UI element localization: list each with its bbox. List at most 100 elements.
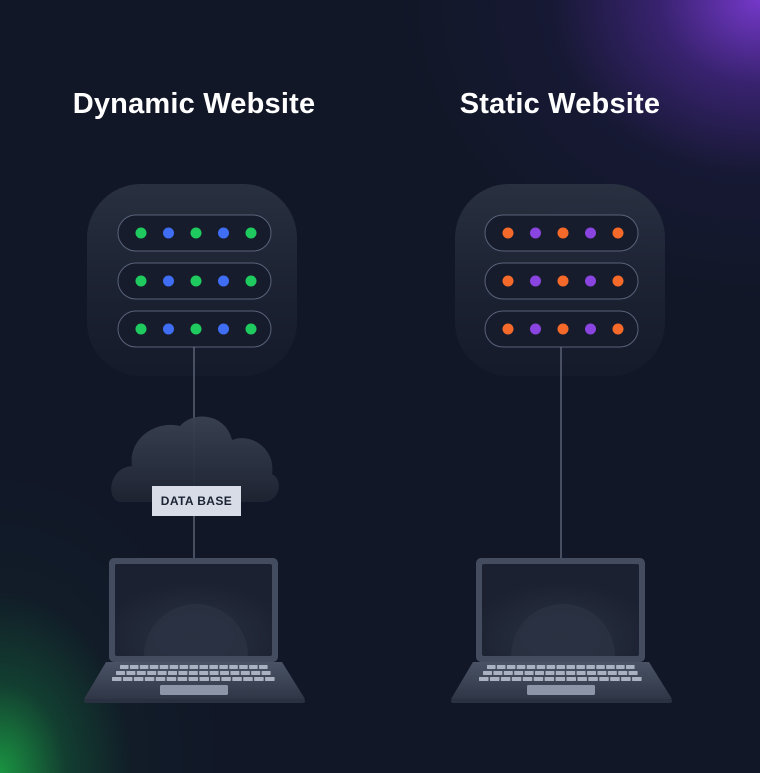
dynamic-laptop-key — [210, 677, 220, 681]
static-server-status-light — [557, 275, 569, 287]
dynamic-laptop-key — [159, 665, 169, 669]
static-laptop-key — [626, 665, 635, 669]
static-laptop-key — [556, 665, 566, 669]
static-laptop-key — [576, 671, 586, 675]
static-server-status-light — [557, 227, 569, 239]
dynamic-laptop-key — [166, 677, 177, 681]
dynamic-laptop-key — [129, 665, 139, 669]
dynamic-laptop-key — [188, 671, 198, 675]
static-server-status-light — [530, 323, 541, 335]
dynamic-laptop-icon — [84, 558, 305, 703]
static-laptop-key — [503, 671, 513, 675]
cloud-icon — [111, 416, 279, 502]
dynamic-laptop-key — [149, 665, 159, 669]
static-laptop-key — [522, 677, 533, 681]
static-server-status-light — [502, 275, 514, 287]
dynamic-laptop-key — [199, 671, 209, 675]
static-server-status-light — [585, 275, 596, 287]
dynamic-laptop-key — [219, 665, 228, 669]
static-laptop-key — [566, 677, 576, 681]
dynamic-laptop-key — [112, 677, 122, 681]
static-laptop-key — [606, 665, 615, 669]
static-server-status-light — [530, 275, 541, 287]
static-laptop-key — [545, 671, 555, 675]
static-laptop-key — [506, 665, 516, 669]
static-laptop-key — [535, 671, 544, 675]
static-laptop-key — [524, 671, 534, 675]
static-laptop-key — [632, 677, 642, 681]
dynamic-laptop-key — [251, 671, 261, 675]
static-laptop-key — [599, 677, 609, 681]
static-server-status-light — [557, 323, 569, 335]
static-laptop-key — [544, 677, 555, 681]
static-laptop-key — [618, 671, 628, 675]
static-laptop-key — [610, 677, 620, 681]
dynamic-laptop-key — [240, 671, 250, 675]
static-laptop-key — [555, 677, 566, 681]
dynamic-server-status-light — [190, 323, 202, 335]
dynamic-laptop-key — [120, 665, 129, 669]
dynamic-laptop-keyboard — [112, 665, 275, 681]
static-laptop-key — [587, 671, 596, 675]
dynamic-laptop-key — [155, 677, 166, 681]
dynamic-laptop-key — [168, 671, 177, 675]
dynamic-laptop-key — [209, 665, 218, 669]
static-server-status-light — [585, 323, 596, 335]
static-server-status-light — [585, 227, 596, 239]
dynamic-laptop-key — [133, 677, 144, 681]
dynamic-laptop-key — [136, 671, 146, 675]
static-laptop-key — [576, 665, 585, 669]
dynamic-laptop-key — [188, 677, 199, 681]
dynamic-laptop-key — [179, 665, 189, 669]
database-label: DATA BASE — [152, 486, 241, 516]
static-server-status-light — [612, 275, 624, 287]
dynamic-laptop-key — [254, 677, 264, 681]
dynamic-server-lights — [135, 227, 257, 335]
dynamic-laptop-key — [177, 677, 188, 681]
static-website-title: Static Website — [459, 88, 661, 120]
dynamic-server-status-light — [135, 227, 147, 239]
static-laptop-key — [500, 677, 511, 681]
dynamic-laptop-key — [122, 677, 133, 681]
dynamic-laptop-key — [139, 665, 149, 669]
dynamic-laptop-key — [239, 665, 248, 669]
static-laptop-key — [596, 665, 605, 669]
dynamic-laptop-key — [178, 671, 188, 675]
dynamic-laptop-key — [230, 671, 240, 675]
dynamic-laptop-key — [232, 677, 242, 681]
static-laptop-key — [546, 665, 556, 669]
static-server-status-light — [612, 227, 624, 239]
static-laptop-key — [586, 665, 595, 669]
static-server-status-light — [530, 227, 541, 239]
static-server-status-light — [502, 227, 514, 239]
dynamic-laptop-key — [209, 671, 219, 675]
dynamic-laptop-key — [221, 677, 231, 681]
dynamic-server-status-light — [163, 227, 174, 239]
dynamic-laptop-key — [116, 671, 125, 675]
dynamic-server-group — [87, 184, 297, 376]
dynamic-server-status-light — [135, 323, 147, 335]
dynamic-laptop-key — [243, 677, 253, 681]
dynamic-laptop-key — [265, 677, 275, 681]
dynamic-laptop-key — [144, 677, 155, 681]
dynamic-server-status-light — [190, 227, 202, 239]
dynamic-website-title: Dynamic Website — [72, 88, 316, 120]
static-laptop-key — [489, 677, 500, 681]
static-laptop-key — [628, 671, 638, 675]
static-laptop-key — [588, 677, 598, 681]
static-laptop-key — [511, 677, 522, 681]
dynamic-laptop-key — [220, 671, 229, 675]
dynamic-laptop-key — [229, 665, 238, 669]
static-laptop-key — [616, 665, 625, 669]
static-laptop-key — [514, 671, 524, 675]
static-laptop-trackpad — [527, 685, 595, 695]
dynamic-laptop-key — [189, 665, 199, 669]
dynamic-server-status-light — [218, 275, 229, 287]
dynamic-laptop-key — [199, 677, 209, 681]
dynamic-laptop-key — [199, 665, 208, 669]
static-laptop-key — [526, 665, 536, 669]
dynamic-laptop-key — [169, 665, 179, 669]
static-laptop-key — [577, 677, 587, 681]
static-laptop-key — [479, 677, 489, 681]
static-laptop-icon — [451, 558, 672, 703]
